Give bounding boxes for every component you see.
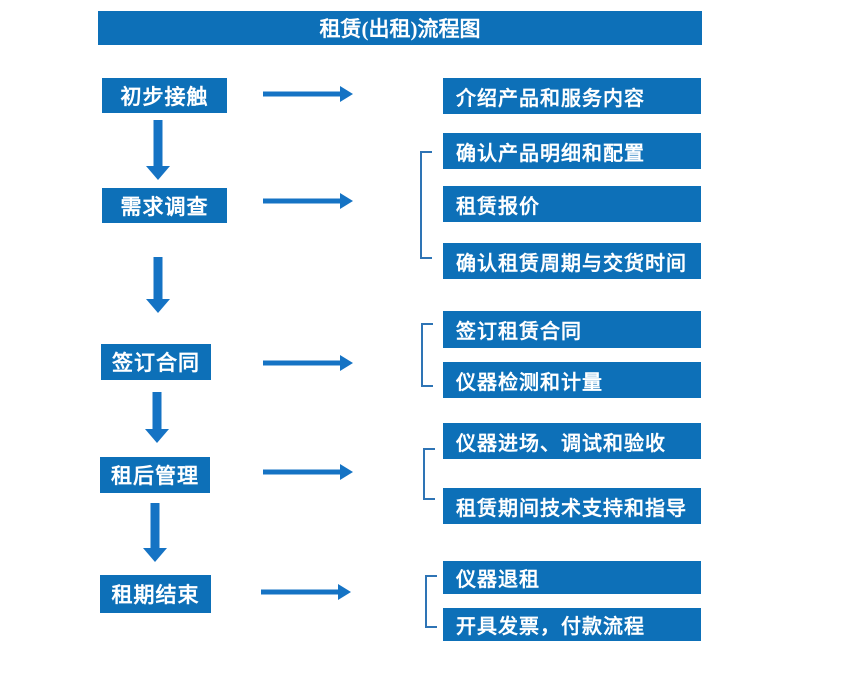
- output-box-confirm-product-details: 确认产品明细和配置: [443, 133, 701, 169]
- stage-box-initial-contact: 初步接触: [102, 78, 227, 113]
- output-box-invoice-payment: 开具发票，付款流程: [443, 608, 701, 641]
- down-arrow-shaft: [152, 392, 162, 429]
- down-arrow-head: [143, 548, 167, 562]
- stage-box-sign-contract: 签订合同: [101, 344, 211, 380]
- group-bracket-3: [421, 323, 433, 387]
- right-arrow-head: [340, 464, 353, 480]
- right-arrow-shaft: [263, 360, 341, 366]
- down-arrow-1: [146, 120, 170, 180]
- output-box-technical-support: 租赁期间技术支持和指导: [443, 488, 701, 524]
- down-arrow-shaft: [153, 257, 163, 299]
- right-arrow-4: [263, 464, 353, 480]
- output-box-introduce-products: 介绍产品和服务内容: [443, 78, 701, 114]
- stage-box-lease-end: 租期结束: [100, 575, 211, 613]
- right-arrow-3: [263, 355, 353, 371]
- output-box-rental-quote: 租赁报价: [443, 186, 701, 222]
- down-arrow-3: [145, 392, 169, 443]
- stage-box-post-rental-management: 租后管理: [100, 457, 210, 493]
- down-arrow-4: [143, 503, 167, 562]
- right-arrow-shaft: [263, 469, 341, 475]
- down-arrow-head: [146, 166, 170, 180]
- right-arrow-shaft: [263, 198, 341, 204]
- down-arrow-shaft: [153, 120, 163, 166]
- down-arrow-head: [145, 429, 169, 443]
- right-arrow-head: [338, 584, 351, 600]
- right-arrow-head: [340, 193, 353, 209]
- right-arrow-2: [263, 193, 353, 209]
- right-arrow-head: [340, 86, 353, 102]
- group-bracket-4: [423, 448, 435, 500]
- down-arrow-shaft: [150, 503, 160, 548]
- output-box-instrument-setup: 仪器进场、调试和验收: [443, 423, 701, 459]
- title-banner: 租赁(出租)流程图: [98, 11, 702, 45]
- group-bracket-2: [420, 151, 432, 259]
- right-arrow-shaft: [261, 589, 339, 595]
- down-arrow-head: [146, 299, 170, 313]
- stage-box-demand-survey: 需求调查: [102, 188, 227, 223]
- output-box-instrument-return: 仪器退租: [443, 561, 701, 594]
- right-arrow-1: [263, 86, 353, 102]
- right-arrow-5: [261, 584, 351, 600]
- output-box-confirm-rental-period: 确认租赁周期与交货时间: [443, 243, 701, 279]
- group-bracket-5: [425, 575, 437, 628]
- output-box-sign-rental-contract: 签订租赁合同: [443, 311, 701, 348]
- right-arrow-shaft: [263, 91, 341, 97]
- down-arrow-2: [146, 257, 170, 313]
- output-box-instrument-inspection: 仪器检测和计量: [443, 362, 701, 398]
- right-arrow-head: [340, 355, 353, 371]
